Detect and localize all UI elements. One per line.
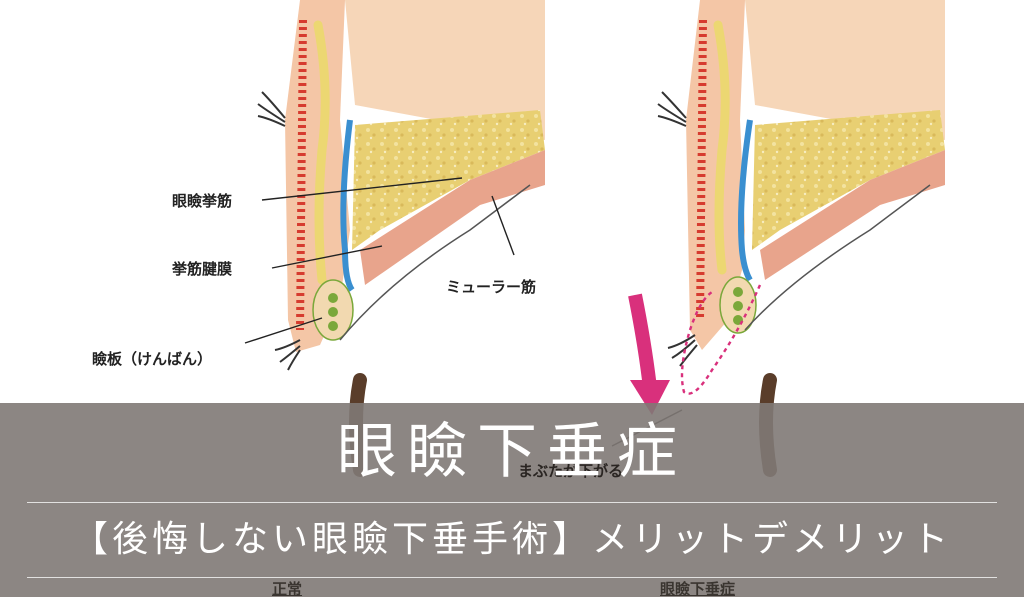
label-muller: ミューラー筋 bbox=[446, 278, 537, 296]
eyelid-skin-right bbox=[686, 0, 745, 350]
fat-strip-right bbox=[713, 20, 730, 275]
label-droop: まぶたが下がる bbox=[518, 462, 624, 480]
eyeball-outline bbox=[339, 184, 531, 341]
label-tarsus: 瞼板（けんばん） bbox=[92, 350, 213, 368]
levator-muscle-right bbox=[760, 150, 945, 280]
levator-muscle bbox=[360, 150, 545, 285]
eyelashes-upper bbox=[257, 91, 301, 371]
divider-bottom bbox=[27, 577, 997, 578]
leader-aponeurosis bbox=[271, 245, 383, 269]
ptosis-eyelid-diagram bbox=[611, 0, 945, 477]
orbit-bone bbox=[345, 0, 545, 140]
normal-eyelid-diagram bbox=[244, 0, 545, 477]
title-banner bbox=[0, 403, 1024, 597]
orbicularis-muscle-right bbox=[696, 19, 707, 321]
levator-aponeurosis bbox=[340, 119, 355, 292]
label-aponeurosis: 挙筋腱膜 bbox=[172, 260, 233, 278]
drooped-lid-outline bbox=[680, 284, 762, 395]
eyelashes-upper-right bbox=[657, 91, 698, 367]
levator-aponeurosis-right bbox=[738, 119, 753, 282]
leader-levator bbox=[261, 177, 463, 201]
leader-muller bbox=[491, 195, 515, 256]
orbit-bone-right bbox=[745, 0, 945, 140]
caption-normal: 正常 bbox=[272, 580, 303, 598]
page-title: 眼瞼下垂症 bbox=[337, 417, 687, 487]
fat-strip bbox=[313, 20, 330, 285]
orbicularis-muscle bbox=[296, 19, 307, 331]
caption-ptosis: 眼瞼下垂症 bbox=[660, 580, 736, 598]
droop-arrow-icon bbox=[628, 293, 657, 389]
leader-tarsus bbox=[244, 317, 323, 344]
divider-top bbox=[27, 502, 997, 503]
page-subtitle: 【後悔しない眼瞼下垂手術】メリットデメリット bbox=[71, 519, 952, 560]
label-levator: 眼瞼挙筋 bbox=[172, 192, 233, 210]
eyeball-outline-right bbox=[744, 184, 931, 331]
orbital-fat-right bbox=[752, 110, 945, 250]
